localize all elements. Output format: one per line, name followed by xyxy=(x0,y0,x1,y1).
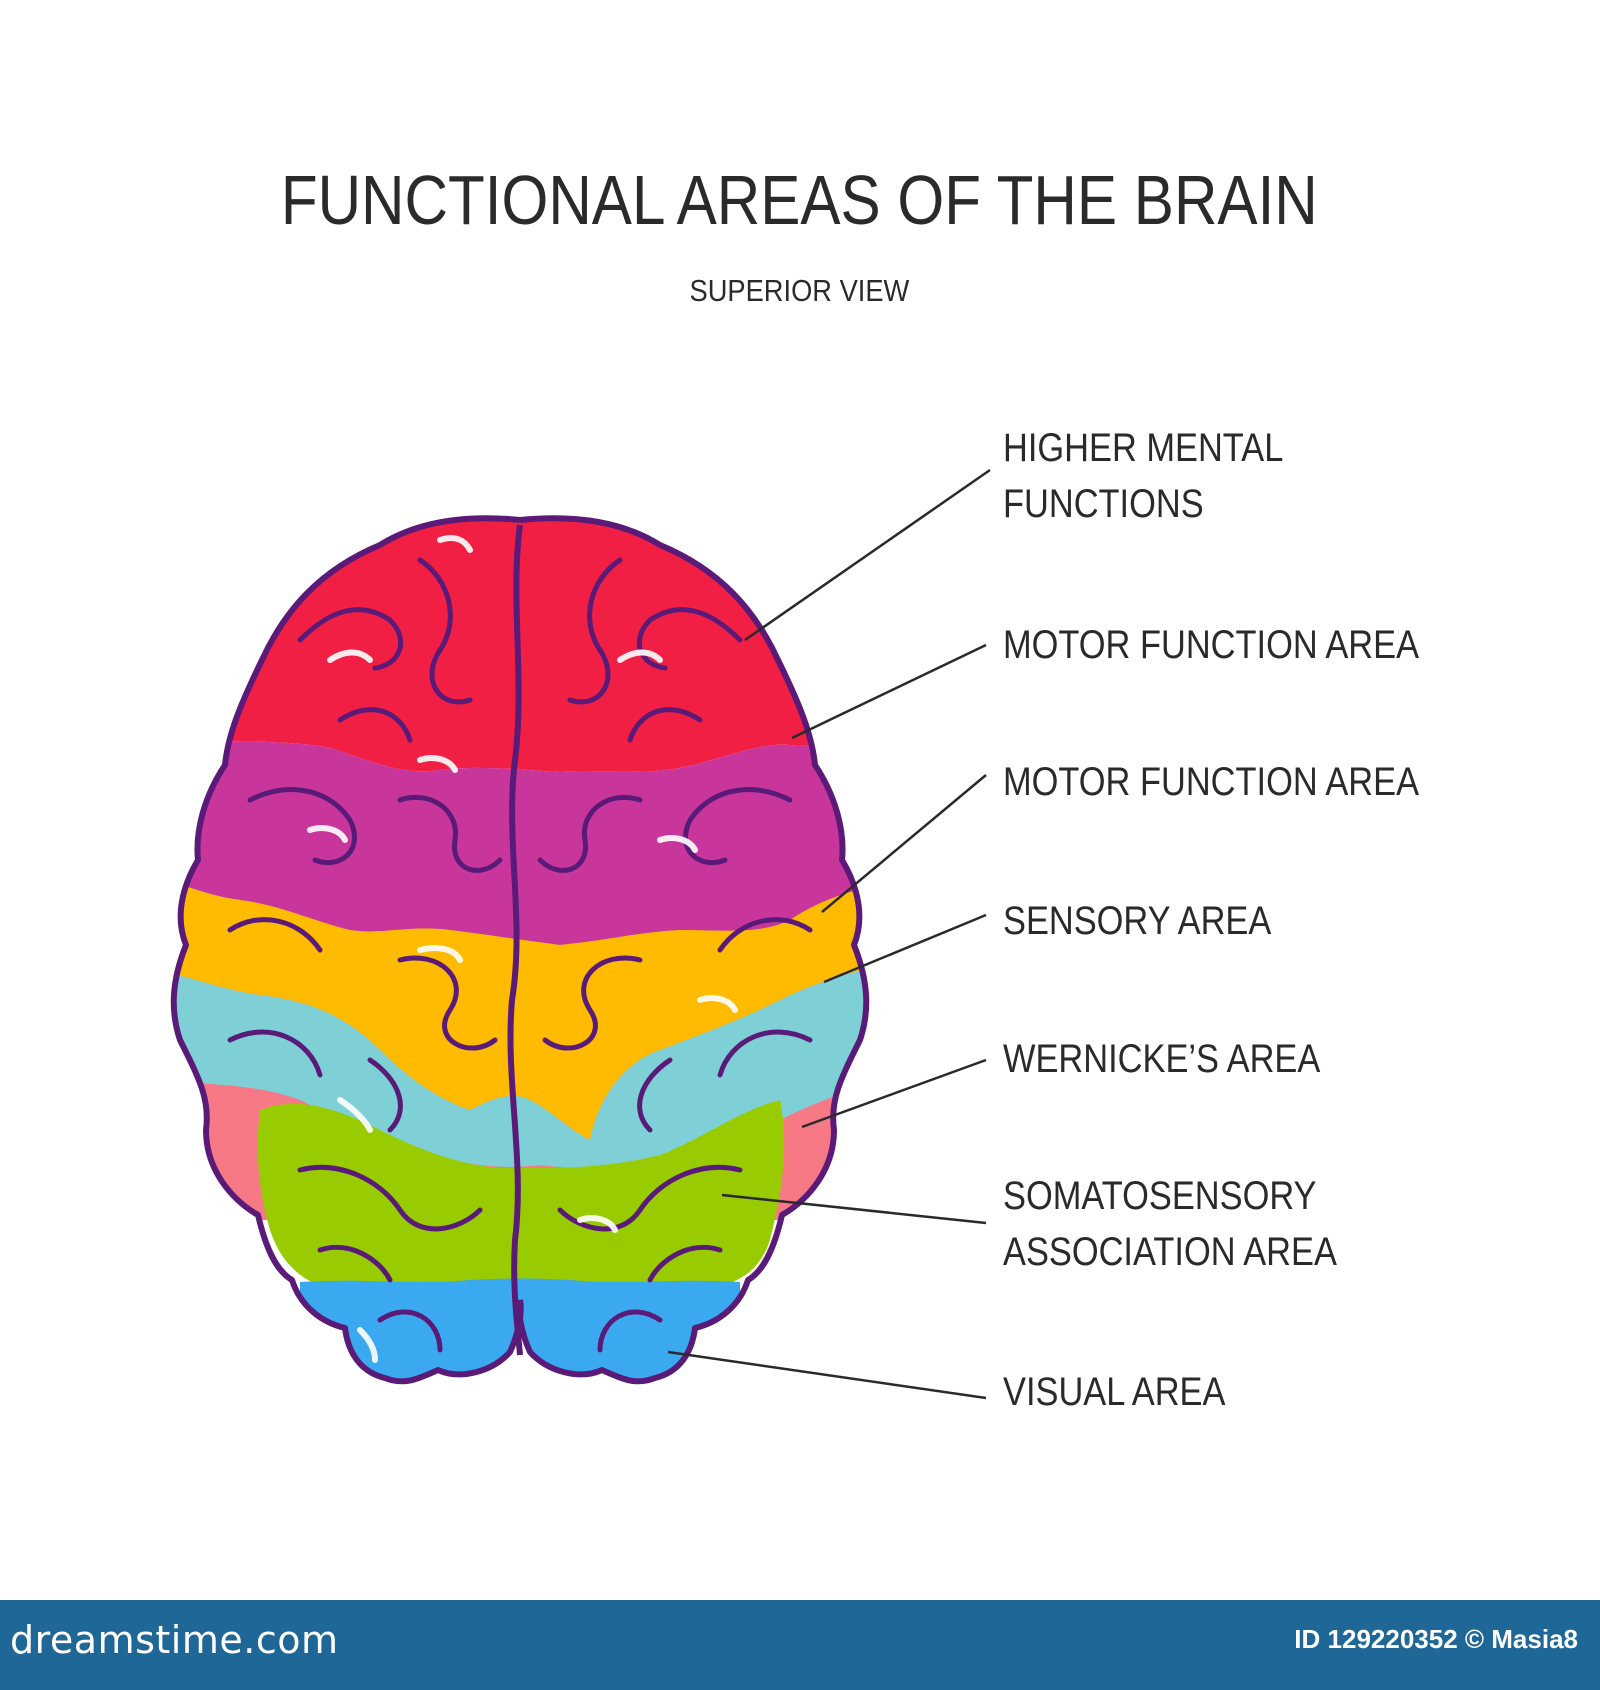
label-line: MOTOR FUNCTION AREA xyxy=(1003,623,1420,667)
leader-line-wernicke xyxy=(801,1058,987,1129)
watermark-footer: dreamstime.com ID 129220352 © Masia8 xyxy=(0,1600,1600,1690)
motor-function-region-1 xyxy=(173,735,867,945)
leader-line-sensory xyxy=(823,913,987,984)
image-id-credit: ID 129220352 © Masia8 xyxy=(1294,1624,1578,1654)
longitudinal-fissure xyxy=(507,524,523,1356)
label-line: HIGHER MENTAL xyxy=(1003,426,1284,470)
label-line: FUNCTIONS xyxy=(1003,482,1204,526)
higher-mental-functions-region xyxy=(173,518,867,772)
label-line: WERNICKE’S AREA xyxy=(1003,1037,1321,1081)
brain-diagram xyxy=(170,468,991,1400)
leader-line-motor-1 xyxy=(791,643,987,740)
brain-outline xyxy=(170,515,870,1385)
label-line: SOMATOSENSORY xyxy=(1003,1174,1317,1218)
label-wernickes-area: WERNICKE’S AREA xyxy=(1003,1031,1320,1087)
label-visual-area: VISUAL AREA xyxy=(1003,1364,1225,1420)
label-line: ASSOCIATION AREA xyxy=(1003,1230,1337,1274)
leader-line-visual xyxy=(667,1350,987,1400)
label-line: VISUAL AREA xyxy=(1003,1370,1226,1414)
highlight-marks xyxy=(307,535,738,1363)
leader-line-motor-2 xyxy=(821,774,987,913)
label-motor-function-1: MOTOR FUNCTION AREA xyxy=(1003,617,1419,673)
label-line: SENSORY AREA xyxy=(1003,899,1272,943)
label-motor-function-2: MOTOR FUNCTION AREA xyxy=(1003,754,1419,810)
label-higher-mental-functions: HIGHER MENTAL FUNCTIONS xyxy=(1003,420,1283,532)
diagram-subtitle: SUPERIOR VIEW xyxy=(689,273,910,308)
watermark-logo: dreamstime.com xyxy=(10,1618,339,1662)
motor-function-region-2 xyxy=(173,880,867,1140)
label-sensory-area: SENSORY AREA xyxy=(1003,893,1271,949)
leader-line-higher-mental xyxy=(744,468,991,642)
leader-line-somatosensory xyxy=(721,1193,987,1225)
leader-lines xyxy=(667,468,991,1400)
gyri-lines xyxy=(227,557,813,1353)
label-line: MOTOR FUNCTION AREA xyxy=(1003,760,1420,804)
diagram-title: FUNCTIONAL AREAS OF THE BRAIN xyxy=(280,161,1318,239)
somatosensory-association-region xyxy=(257,1100,785,1290)
label-somatosensory-association: SOMATOSENSORY ASSOCIATION AREA xyxy=(1003,1168,1337,1280)
